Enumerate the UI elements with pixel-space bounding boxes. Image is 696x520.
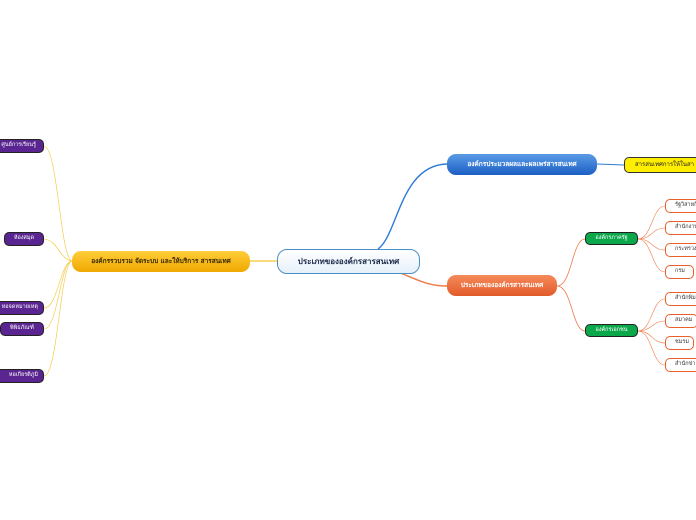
topic-collection-organizations[interactable]: องค์กรรวบรวม จัดระบบ และให้บริการ สารสนเ… — [72, 251, 250, 272]
leaf-museum[interactable]: พิพิธภัณฑ์ — [0, 322, 44, 336]
link-types-to-private — [556, 285, 586, 332]
link-private-to-item-4 — [637, 330, 666, 366]
leaf-private-2[interactable]: สมาคม — [665, 314, 696, 328]
leaf-private-3[interactable]: ชมรม — [665, 336, 694, 350]
central-topic[interactable]: ประเภทขององค์กรสารสนเทศ — [277, 249, 420, 274]
link-private-to-item-1 — [637, 298, 666, 332]
subtopic-government-organizations[interactable]: องค์กรภาครัฐ — [585, 232, 638, 245]
subtopic-private-organizations[interactable]: องค์กรเอกชน — [585, 324, 638, 337]
link-collection-to-item-5 — [43, 260, 73, 377]
link-collection-to-item-2 — [43, 238, 73, 262]
leaf-private-4[interactable]: สำนักข่า — [665, 358, 696, 372]
leaf-government-4[interactable]: กรม — [665, 265, 694, 279]
link-private-to-item-3 — [637, 330, 666, 344]
leaf-hall-of-fame[interactable]: หอเกียรติภูมิ — [0, 369, 44, 383]
link-types-to-government — [556, 238, 586, 287]
leaf-private-1[interactable]: สำนักพิม — [665, 292, 696, 306]
leaf-government-1[interactable]: รัฐวิสาหกิ — [665, 199, 696, 213]
link-collection-to-item-4 — [43, 260, 73, 330]
leaf-learning-center[interactable]: ศูนย์การเรียนรู้ — [0, 139, 44, 153]
link-government-to-item-1 — [637, 205, 666, 240]
leaf-archives[interactable]: หอจดหมายเหตุ — [0, 301, 44, 315]
link-private-to-item-2 — [637, 320, 666, 332]
topic-processing-organizations[interactable]: องค์กรประมวลผลและผลเพร่สารสนเทศ — [447, 154, 597, 175]
link-government-to-item-3 — [637, 238, 666, 251]
leaf-library[interactable]: ห้องสมุด — [4, 232, 44, 246]
link-government-to-item-2 — [637, 227, 666, 240]
link-central-to-types — [397, 271, 448, 287]
link-processing-to-child — [596, 163, 625, 166]
topic-organization-types[interactable]: ประเภทขององค์กรสารสนเทศ — [447, 275, 557, 296]
link-central-to-processing — [377, 163, 448, 250]
link-collection-to-item-1 — [43, 145, 73, 262]
leaf-government-2[interactable]: สำนักงาน — [665, 221, 696, 235]
subtopic-information-service[interactable]: สารสนเทศการให้ในสา — [624, 157, 696, 173]
leaf-government-3[interactable]: กระทรวง — [665, 243, 696, 257]
link-government-to-item-4 — [637, 238, 666, 273]
